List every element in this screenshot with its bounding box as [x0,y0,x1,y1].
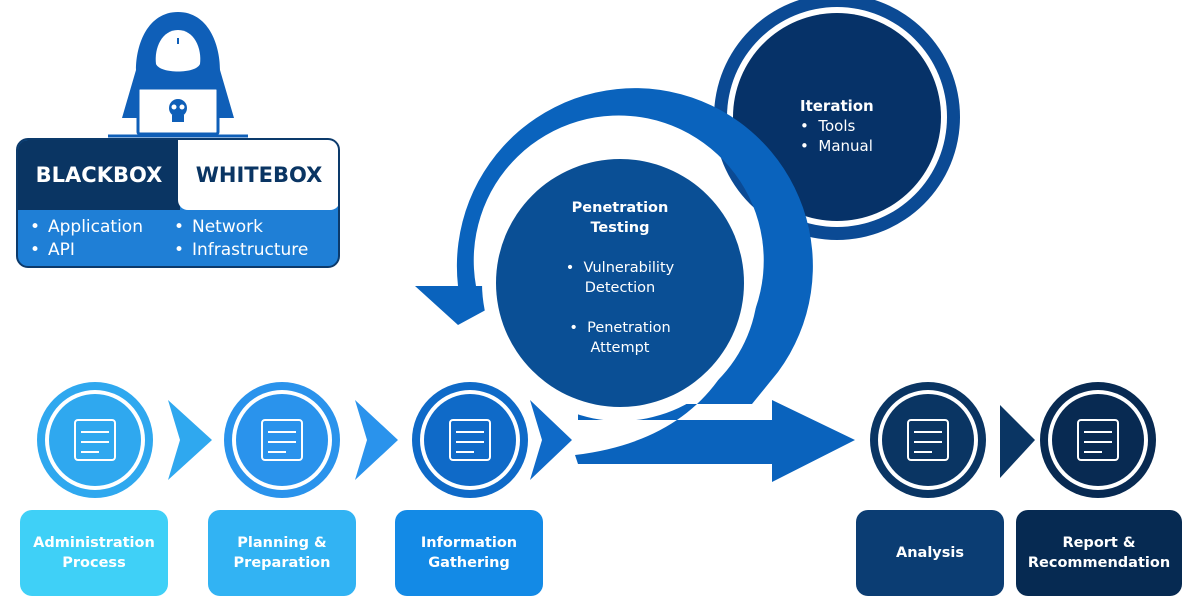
administration-boxes-icon [74,419,116,461]
step-circle-report-truck-icon [1040,382,1156,498]
step-circle-information-panel-hand-icon [412,382,528,498]
pentest-circle [482,145,758,421]
blackbox-list: Application API [30,216,143,262]
step-label-report: Report &Recommendation [1016,510,1182,596]
box-testing-panel: BLACKBOX WHITEBOX Application API Networ… [16,138,340,268]
whitebox-tab: WHITEBOX [178,140,338,210]
blackbox-tab: BLACKBOX [18,140,180,210]
step-circle-administration-boxes-icon [37,382,153,498]
planning-person-gear-icon [261,419,303,461]
iteration-item: • Manual [800,137,873,155]
list-item: Network [174,216,308,239]
list-item: API [30,239,143,262]
chevron-4 [1000,405,1035,478]
chevron-1 [168,400,212,480]
whitebox-list: Network Infrastructure [174,216,308,262]
chevron-3 [530,400,572,480]
list-item: Application [30,216,143,239]
hacker-hoodie-laptop-skull-icon [108,12,248,138]
icon-detail [914,431,942,453]
iteration-title: Iteration [800,97,874,115]
step-circle-planning-person-gear-icon [224,382,340,498]
analysis-monitor-grid-icon [907,419,949,461]
chevron-2 [355,400,398,480]
step-circle-analysis-monitor-grid-icon [870,382,986,498]
icon-detail [81,431,109,453]
step-label-analysis: Analysis [856,510,1004,596]
iteration-item: • Tools [800,117,856,135]
iteration-text: Iteration • Tools • Manual [800,96,874,156]
list-item: Infrastructure [174,239,308,262]
step-circles [37,382,1156,498]
icon-detail [456,431,484,453]
icon-detail [1084,431,1112,453]
report-truck-icon [1077,419,1119,461]
step-label-planning: Planning &Preparation [208,510,356,596]
icon-detail [268,431,296,453]
information-panel-hand-icon [449,419,491,461]
